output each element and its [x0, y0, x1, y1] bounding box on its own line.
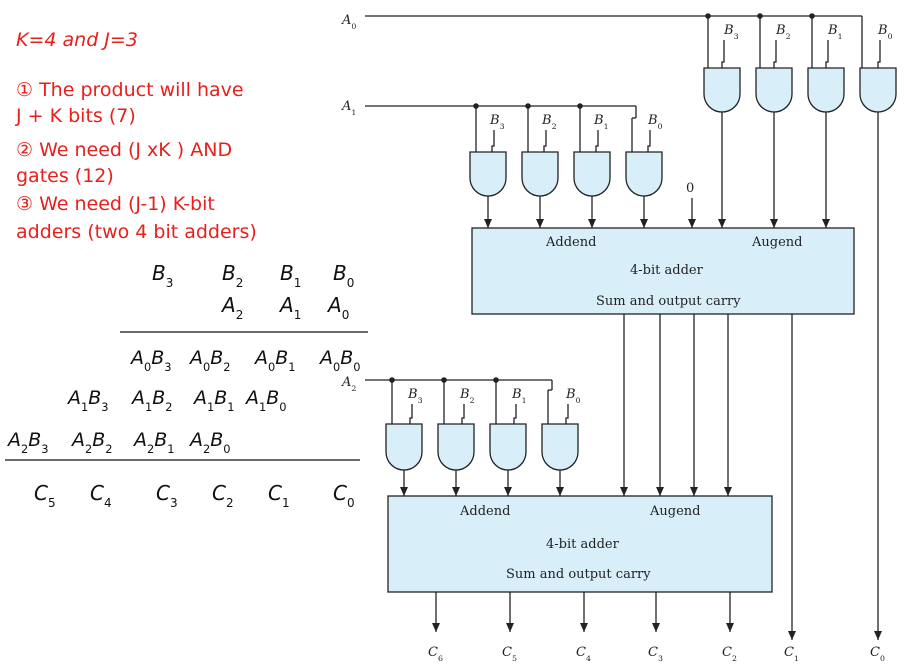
- svg-text:A1B1: A1B1: [192, 387, 235, 414]
- partial-row-1: A0B3 A0B2 A0B1 A0B0: [129, 347, 361, 374]
- and-gate-a2b2: [437, 423, 475, 471]
- input-a2-label: A2: [341, 375, 356, 393]
- adder-2-outputs: [432, 592, 882, 640]
- adder-2: Addend Augend 4-bit adder Sum and output…: [387, 495, 773, 593]
- and-gate-a0b3: [703, 67, 741, 113]
- note-3a: ③ We need (J-1) K-bit: [16, 193, 215, 215]
- adder-2-augend: Augend: [649, 504, 700, 519]
- svg-text:C4: C4: [90, 481, 112, 510]
- mplier-0: A0: [326, 293, 349, 322]
- note-2a: ② We need (J xK ) AND: [16, 139, 232, 161]
- svg-text:C3: C3: [156, 481, 178, 510]
- output-c2: C2: [722, 645, 737, 663]
- multiplicand-row: B3 B2 B1 B0: [152, 261, 354, 290]
- zero-input-label: 0: [686, 181, 694, 196]
- svg-text:B2: B2: [541, 113, 557, 131]
- svg-text:A2B2: A2B2: [70, 429, 113, 456]
- input-a0-label: A0: [341, 13, 356, 31]
- adder-2-addend: Addend: [459, 504, 510, 519]
- svg-text:B2: B2: [459, 387, 475, 405]
- svg-text:C1: C1: [268, 481, 290, 510]
- output-c6: C6: [428, 645, 443, 663]
- and-gate-a2b1: [489, 423, 527, 471]
- svg-text:B3: B3: [723, 23, 739, 41]
- svg-text:A1B3: A1B3: [66, 387, 109, 414]
- mplier-1: A1: [278, 293, 301, 322]
- svg-text:B0: B0: [877, 23, 893, 41]
- svg-text:C2: C2: [212, 481, 234, 510]
- svg-text:B0: B0: [565, 387, 581, 405]
- output-c1: C1: [784, 645, 799, 663]
- adder-1-augend: Augend: [751, 235, 802, 250]
- svg-text:A1B0: A1B0: [244, 387, 287, 414]
- svg-text:B1: B1: [593, 113, 609, 131]
- svg-text:C0: C0: [333, 481, 355, 510]
- svg-text:A1B2: A1B2: [130, 387, 173, 414]
- note-2b: gates (12): [16, 165, 114, 187]
- and-gate-a0b0: [859, 67, 897, 113]
- multiplier-row: A2 A1 A0: [220, 293, 349, 322]
- svg-text:A0B0: A0B0: [318, 347, 361, 374]
- a0-and-gate-row: B3 B2 B1 B0: [365, 13, 897, 640]
- svg-text:B2: B2: [775, 23, 791, 41]
- notes-title: K=4 and J=3: [16, 29, 138, 51]
- and-gate-a0b2: [755, 67, 793, 113]
- svg-text:C5: C5: [34, 481, 56, 510]
- output-c4: C4: [576, 645, 591, 663]
- and-gate-a1b1: [573, 151, 611, 197]
- note-1a: ① The product will have: [16, 79, 244, 101]
- svg-text:B1: B1: [827, 23, 843, 41]
- partial-row-3: A2B3 A2B2 A2B1 A2B0: [6, 429, 231, 456]
- a1-and-gate-row: B3 B2 B1 B0 0: [365, 103, 696, 228]
- svg-text:A2B0: A2B0: [188, 429, 231, 456]
- circuit: A0 A1 A2 B3 B2 B1 B0: [341, 13, 897, 663]
- mcand-0: B0: [333, 261, 354, 290]
- svg-text:A2B3: A2B3: [6, 429, 49, 456]
- adder-2-box: [387, 495, 773, 593]
- multiplication-table: B3 B2 B1 B0 A2 A1 A0 A0B3 A0B2 A0B1 A0B0…: [5, 261, 368, 510]
- a2-and-gate-row: B3 B2 B1 B0: [365, 377, 581, 496]
- partial-row-2: A1B3 A1B2 A1B1 A1B0: [66, 387, 287, 414]
- svg-text:B1: B1: [511, 387, 527, 405]
- and-gate-a2b3: [385, 423, 423, 471]
- and-gate-a1b3: [469, 151, 507, 197]
- mcand-3: B3: [152, 261, 173, 290]
- adder-1-output: Sum and output carry: [596, 294, 741, 309]
- svg-text:B3: B3: [489, 113, 505, 131]
- adder-1: Addend Augend 4-bit adder Sum and output…: [471, 227, 855, 315]
- adder-1-outputs: [620, 314, 793, 640]
- note-3b: adders (two 4 bit adders): [16, 221, 257, 243]
- and-gate-a1b2: [521, 151, 559, 197]
- svg-text:A0B1: A0B1: [253, 347, 296, 374]
- adder-1-addend: Addend: [545, 235, 596, 250]
- note-1b: J + K bits (7): [15, 105, 136, 127]
- input-a1-label: A1: [341, 99, 356, 117]
- adder-2-output: Sum and output carry: [506, 567, 651, 582]
- output-c5: C5: [502, 645, 517, 663]
- svg-text:B3: B3: [407, 387, 423, 405]
- adder-1-box: [471, 227, 855, 315]
- mcand-1: B1: [280, 261, 301, 290]
- result-row: C5 C4 C3 C2 C1 C0: [34, 481, 355, 510]
- mcand-2: B2: [222, 261, 243, 290]
- adder-2-title: 4-bit adder: [546, 537, 620, 552]
- and-gate-a2b0: [541, 423, 579, 471]
- output-c3: C3: [648, 645, 663, 663]
- svg-text:A2B1: A2B1: [132, 429, 175, 456]
- adder-1-title: 4-bit adder: [630, 263, 704, 278]
- and-gate-a1b0: [625, 151, 663, 197]
- notes-panel: K=4 and J=3 ① The product will have J + …: [15, 29, 257, 243]
- output-labels: C6 C5 C4 C3 C2 C1 C0: [428, 645, 885, 663]
- svg-text:A0B3: A0B3: [129, 347, 172, 374]
- svg-text:A0B2: A0B2: [188, 347, 231, 374]
- output-c0: C0: [870, 645, 885, 663]
- and-gate-a0b1: [807, 67, 845, 113]
- svg-text:B0: B0: [647, 113, 663, 131]
- mplier-2: A2: [220, 293, 243, 322]
